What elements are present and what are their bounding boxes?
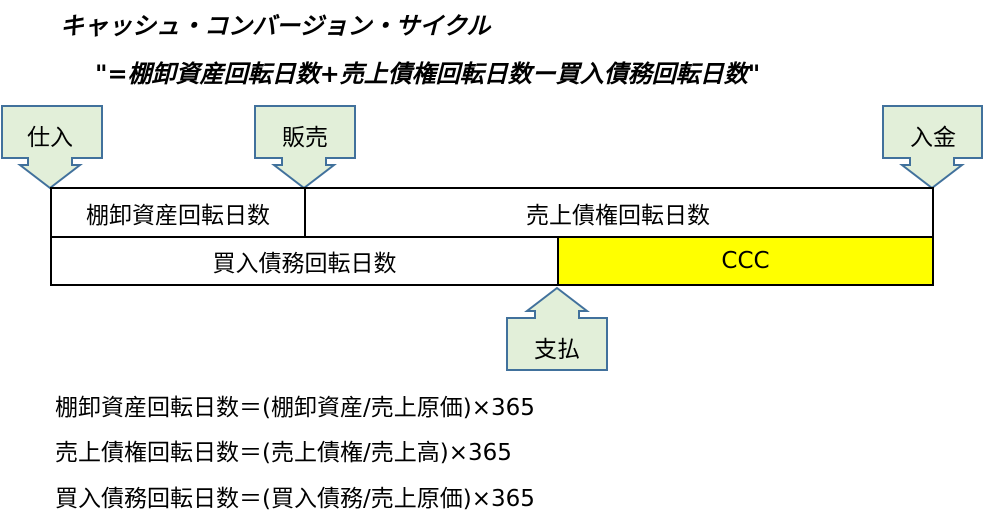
diagram-title: キャッシュ・コンバージョン・サイクル	[60, 12, 491, 40]
payable-days-formula: 買入債務回転日数＝(買入債務/売上原価)×365	[55, 486, 535, 512]
inventory-days-formula: 棚卸資産回転日数＝(棚卸資産/売上原価)×365	[55, 395, 535, 421]
sale-label: 販売	[282, 125, 328, 151]
receipt-label: 入金	[910, 125, 956, 151]
purchase-label: 仕入	[27, 125, 73, 151]
receivable-days-formula: 売上債権回転日数＝(売上債権/売上高)×365	[55, 440, 512, 466]
receivable-days-cell: 売上債権回転日数	[304, 187, 934, 238]
payment-label: 支払	[534, 337, 580, 363]
payable-days-cell: 買入債務回転日数	[50, 236, 559, 286]
inventory-days-cell: 棚卸資産回転日数	[50, 187, 306, 238]
sale-callout-shape	[254, 105, 356, 190]
purchase-callout-shape	[1, 105, 103, 190]
receipt-callout-shape	[882, 105, 983, 190]
ccc-formula: "=棚卸資産回転日数+売上債権回転日数ー買入債務回転日数"	[95, 60, 761, 88]
ccc-cell: CCC	[557, 236, 934, 286]
payment-callout-shape	[506, 286, 608, 371]
